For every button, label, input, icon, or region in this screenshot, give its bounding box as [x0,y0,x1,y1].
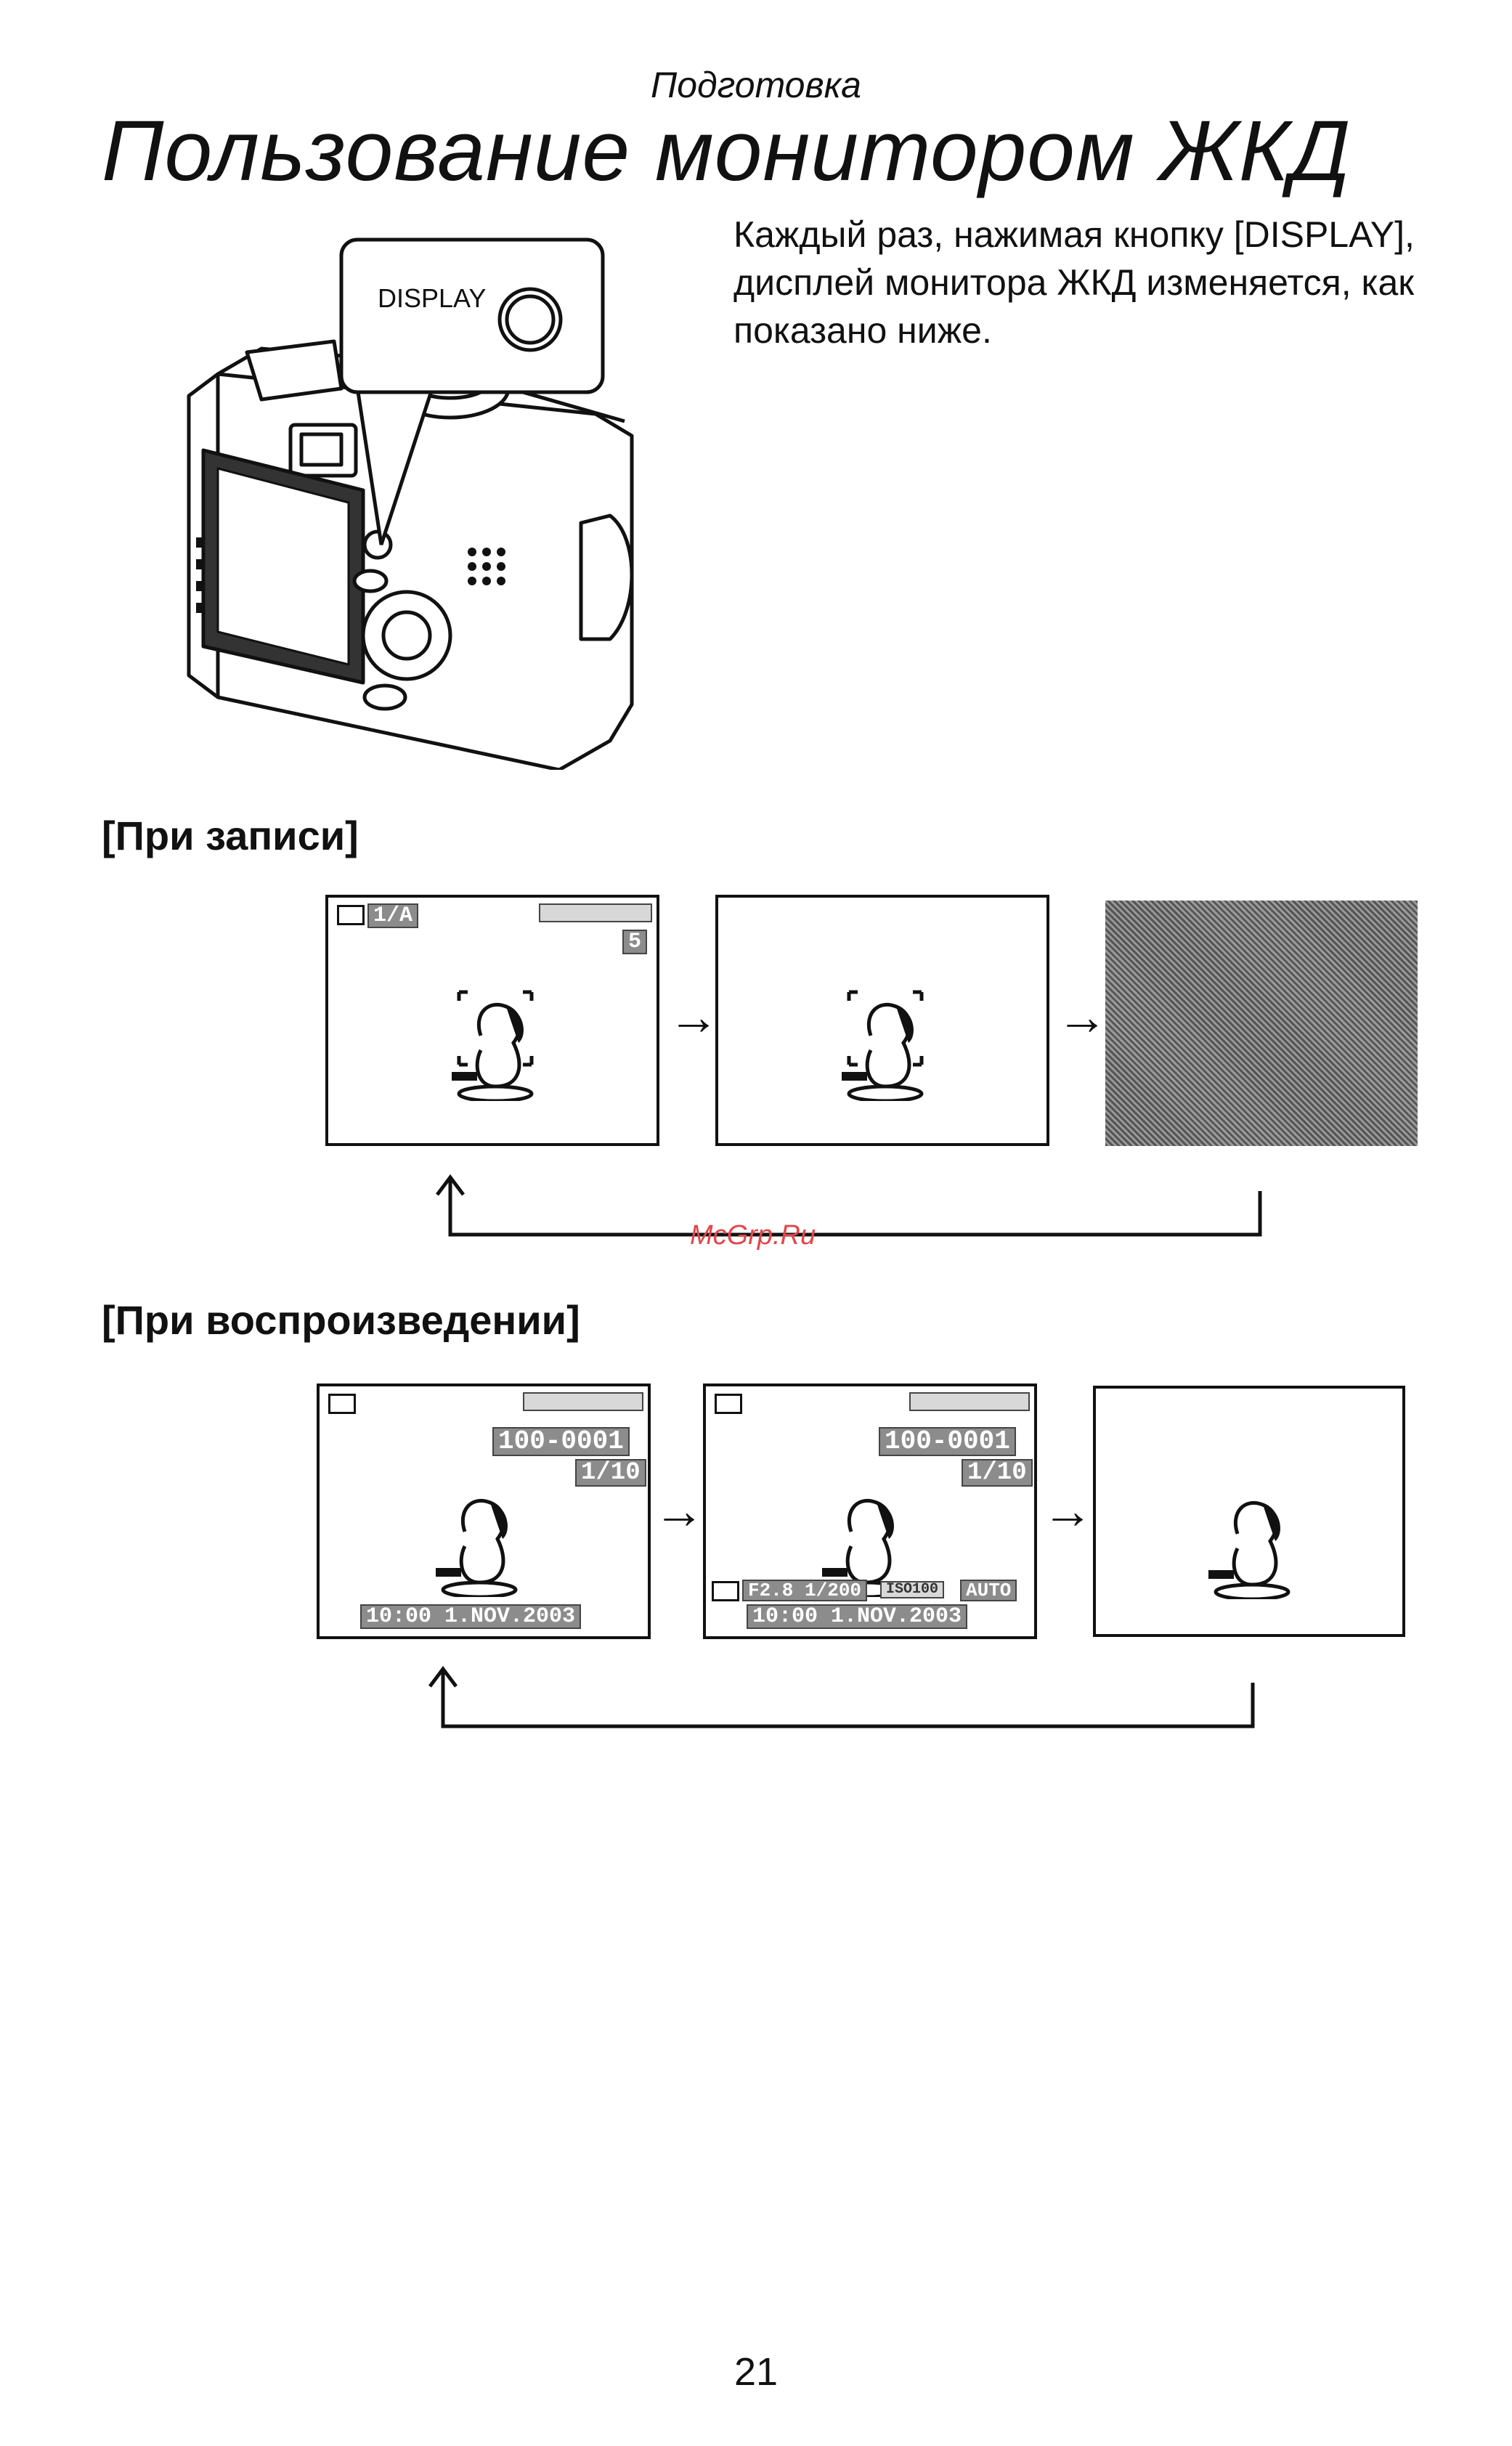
arrow-right-icon: → [1042,1485,1093,1536]
play-screen-full: 100-0001 1/10 10:00 1.NOV.2003 [317,1384,651,1639]
dog-illustration [1194,1483,1310,1599]
rec-screen-clean [715,895,1049,1146]
play-file-number: 100-0001 [879,1427,1016,1456]
play-date: 10:00 1.NOV.2003 [360,1604,581,1629]
page-title: Пользование монитором ЖКД [102,102,1351,200]
dog-illustration [437,985,553,1101]
battery-icon [909,1392,1030,1411]
play-screen-detail: 100-0001 1/10 F2.8 1/200 ISO100 AUTO 10:… [703,1384,1037,1639]
page-number: 21 [0,2349,1512,2394]
dog-illustration [421,1481,537,1597]
battery-icon [523,1392,643,1411]
display-callout-label: DISPLAY [378,283,486,314]
play-icon [328,1394,356,1414]
arrow-right-icon: → [668,991,719,1042]
loop-arrow-icon [428,1173,1271,1238]
camera-icon [712,1581,739,1601]
play-image-count: 1/10 [575,1459,646,1487]
playback-heading: [При воспроизведении] [102,1296,580,1344]
play-iso: ISO100 [880,1581,944,1598]
dog-illustration [827,985,943,1101]
rec-remaining-count: 5 [622,930,647,954]
rec-mode-indicator: 1/A [367,903,418,928]
play-image-count: 1/10 [962,1459,1033,1487]
section-label: Подготовка [0,64,1512,106]
play-screen-clean [1093,1386,1405,1637]
loop-arrow-icon [421,1665,1264,1730]
rec-screen-full: 1/A 5 [325,895,659,1146]
play-file-number: 100-0001 [492,1427,630,1456]
arrow-right-icon: → [654,1485,704,1536]
battery-icon [539,903,652,922]
recording-heading: [При записи] [102,812,359,859]
play-white-balance: AUTO [960,1580,1017,1601]
play-icon [715,1394,742,1414]
play-date: 10:00 1.NOV.2003 [747,1604,967,1629]
play-exposure: F2.8 1/200 [742,1580,867,1601]
camera-icon [337,905,365,925]
watermark: McGrp.Ru [690,1220,816,1251]
intro-text: Каждый раз, нажимая кнопку [DISPLAY], ди… [733,211,1474,354]
arrow-right-icon: → [1057,991,1107,1042]
rec-screen-off [1105,901,1418,1146]
